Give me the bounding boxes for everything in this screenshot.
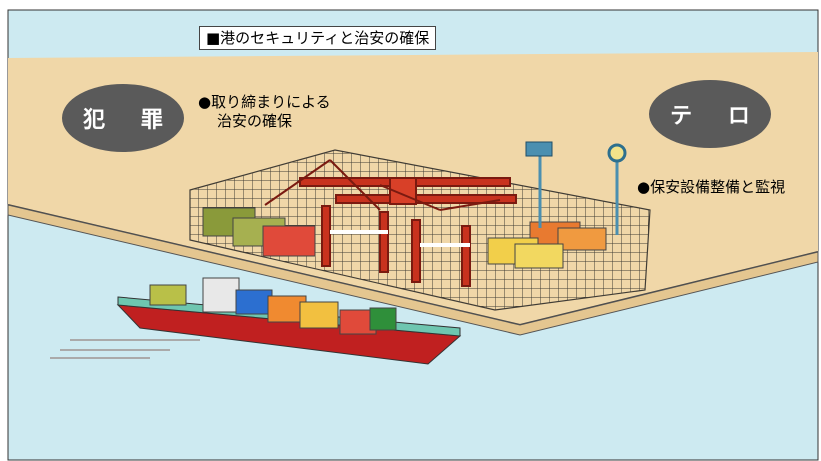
terror-oval-label: テ ロ [649,80,771,148]
slide-title: ■港のセキュリティと治安の確保 [199,26,437,50]
gantry-crane-icon [264,159,517,287]
crime-measure-line2: 治安の確保 [217,112,293,130]
crime-measure-line1: ●取り締まりによる [198,93,331,111]
surveillance-camera-icon [525,141,553,228]
terror-measure: ●保安設備整備と監視 [637,178,786,196]
crime-oval-label: 犯 罪 [62,84,184,152]
crime-label: 犯 罪 [83,108,177,133]
land-containers [202,207,607,269]
terror-label: テ ロ [670,104,764,129]
container-ship-icon [50,277,462,365]
security-light-icon [607,143,627,235]
quay-side [7,204,819,336]
